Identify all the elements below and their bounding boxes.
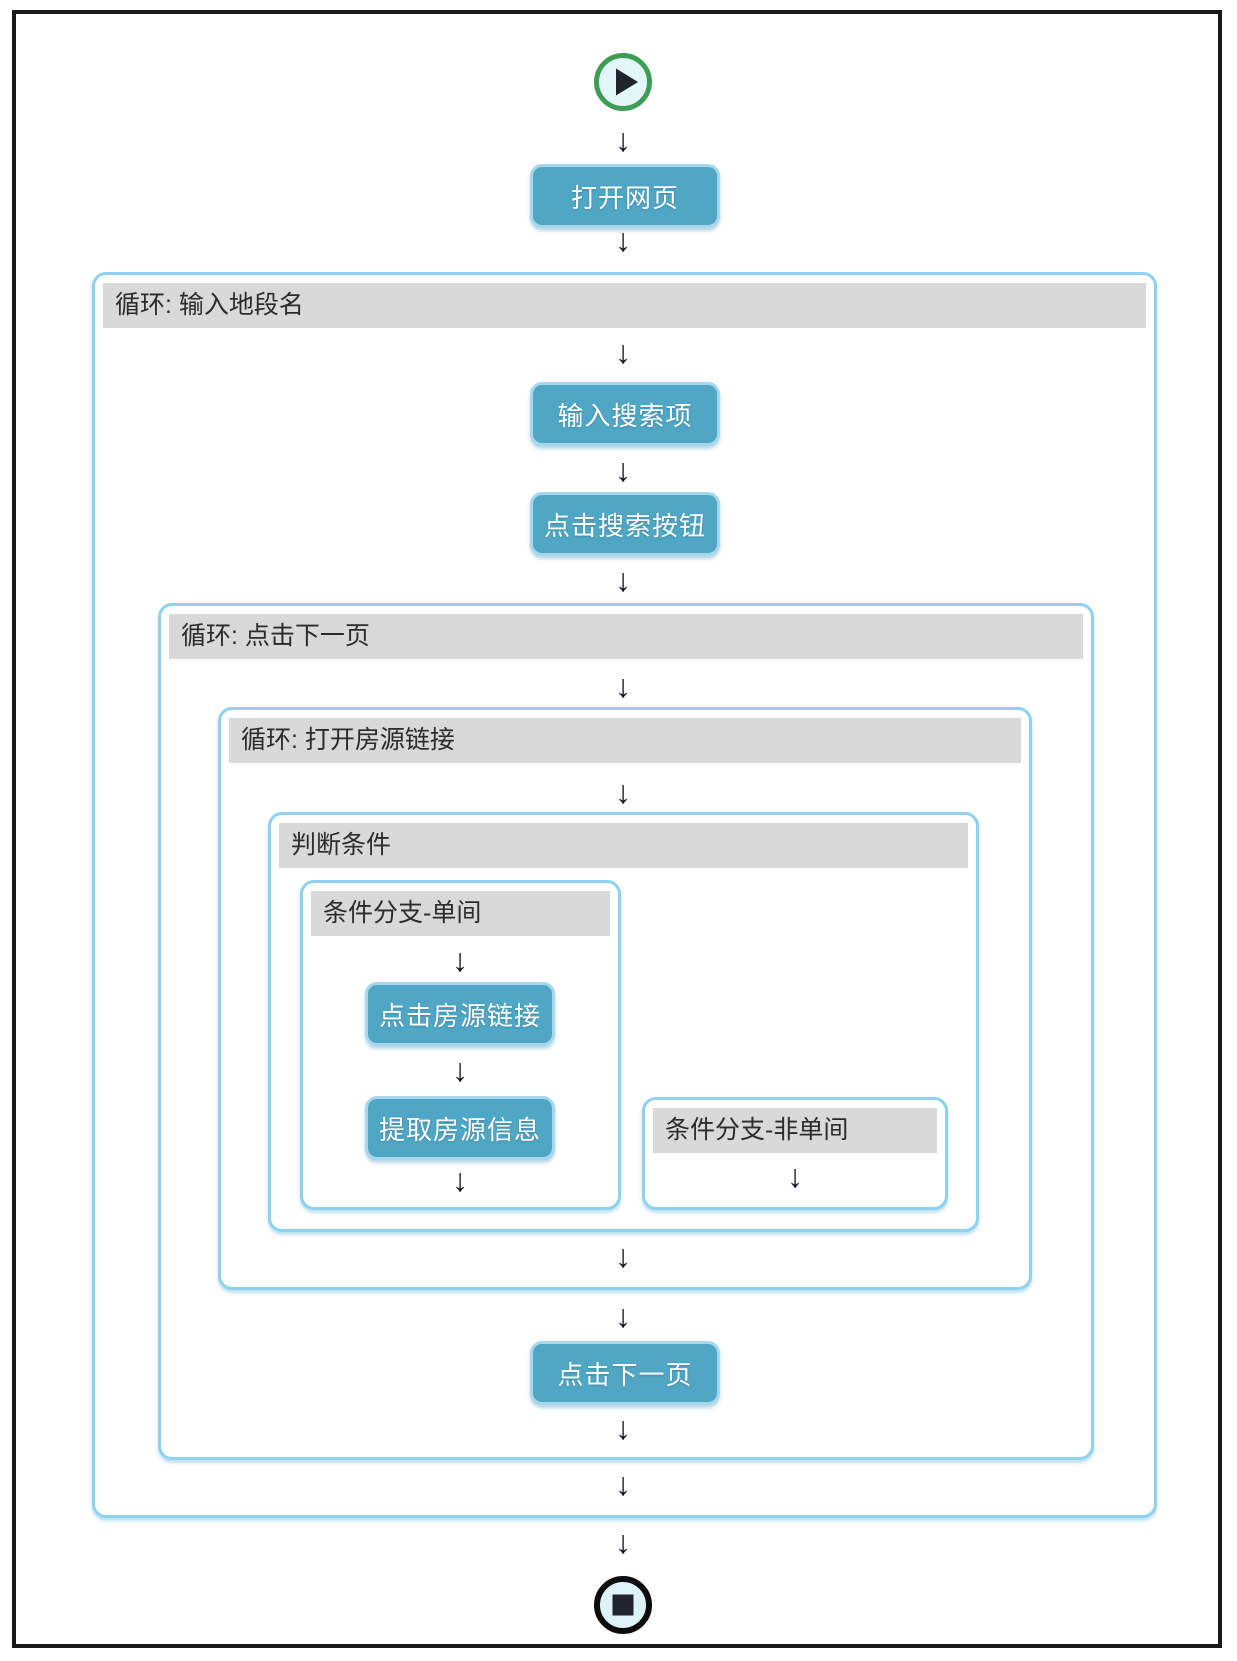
arrow-down-icon: ↓ xyxy=(615,122,631,158)
step-click-next-page-button[interactable]: 点击下一页 xyxy=(530,1341,720,1405)
loop-input-district-header[interactable]: 循环: 输入地段名 xyxy=(103,283,1146,328)
loop-click-next-page-header[interactable]: 循环: 点击下一页 xyxy=(169,614,1083,659)
arrow-down-icon: ↓ xyxy=(615,562,631,598)
arrow-down-icon: ↓ xyxy=(615,1298,631,1334)
arrow-down-icon: ↓ xyxy=(452,1162,468,1198)
arrow-down-icon: ↓ xyxy=(615,1524,631,1560)
arrow-down-icon: ↓ xyxy=(615,668,631,704)
arrow-down-icon: ↓ xyxy=(615,222,631,258)
arrow-down-icon: ↓ xyxy=(615,1238,631,1274)
step-input-search-button[interactable]: 输入搜索项 xyxy=(530,382,720,446)
condition-header[interactable]: 判断条件 xyxy=(279,823,968,868)
start-node-icon[interactable] xyxy=(591,50,655,114)
arrow-down-icon: ↓ xyxy=(615,334,631,370)
stop-circle-icon xyxy=(594,1576,652,1634)
step-extract-listing-button[interactable]: 提取房源信息 xyxy=(365,1096,555,1160)
arrow-down-icon: ↓ xyxy=(452,1052,468,1088)
play-circle-icon xyxy=(594,53,652,111)
arrow-down-icon: ↓ xyxy=(615,452,631,488)
arrow-down-icon: ↓ xyxy=(787,1158,803,1194)
arrow-down-icon: ↓ xyxy=(452,942,468,978)
end-node-icon[interactable] xyxy=(591,1573,655,1637)
arrow-down-icon: ↓ xyxy=(615,774,631,810)
step-click-search-button[interactable]: 点击搜索按钮 xyxy=(530,492,720,556)
branch-single-room-header[interactable]: 条件分支-单间 xyxy=(311,891,610,936)
branch-not-single-room-container: 条件分支-非单间 xyxy=(642,1097,948,1210)
arrow-down-icon: ↓ xyxy=(615,1466,631,1502)
arrow-down-icon: ↓ xyxy=(615,1410,631,1446)
step-click-listing-button[interactable]: 点击房源链接 xyxy=(365,982,555,1046)
step-open-page-button[interactable]: 打开网页 xyxy=(530,164,720,228)
loop-open-listing-header[interactable]: 循环: 打开房源链接 xyxy=(229,718,1021,763)
branch-not-single-room-header[interactable]: 条件分支-非单间 xyxy=(653,1108,937,1153)
